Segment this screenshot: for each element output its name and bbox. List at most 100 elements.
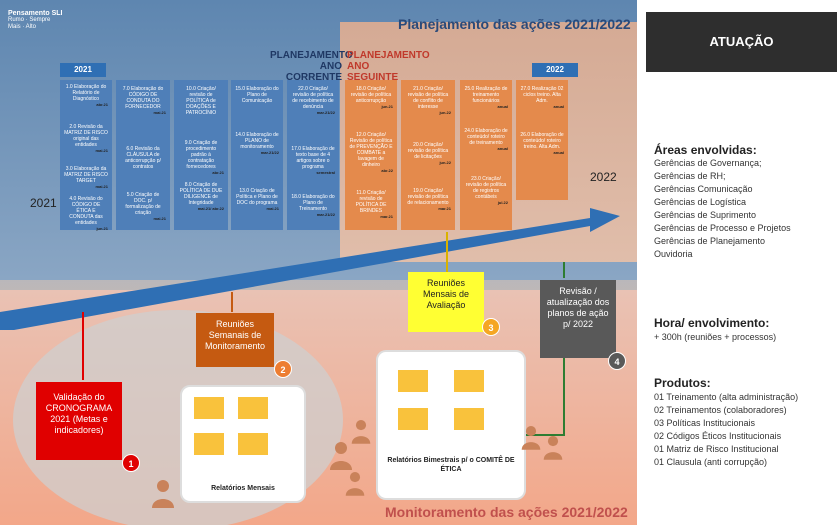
task-4: 4.0 Revisão do CÓDIGO DE ÉTICA E CONDUTA… bbox=[64, 196, 108, 232]
column-5: 22.0 Criação/ revisão de política de rec… bbox=[287, 80, 339, 230]
task-18-anticorrupcao-date: jun.21 bbox=[381, 104, 393, 109]
task-11-text: 11.0 Criação/ revisão de POLÍTICA DE BRI… bbox=[355, 190, 387, 214]
badge-2: 2 bbox=[274, 360, 292, 378]
task-12-date: abr.22 bbox=[381, 168, 393, 173]
connector-revisao-h bbox=[524, 434, 565, 436]
person-icon bbox=[330, 442, 352, 470]
task-22-date: mar.21/22 bbox=[316, 110, 335, 115]
person-icon bbox=[543, 436, 563, 460]
task-25: 25.0 Realização de treinamento funcionár… bbox=[464, 86, 508, 110]
produto-item: 01 Matriz de Risco Institucional bbox=[654, 444, 779, 454]
task-9-text: 9.0 Criação de procedimento padrão à con… bbox=[184, 140, 218, 170]
task-23-text: 23.0 Criação/ revisão de política de reg… bbox=[465, 176, 507, 200]
task-14-text: 14.0 Elaboração de PLANO de monitorament… bbox=[235, 132, 279, 150]
task-10-text: 10.0 Criação/ revisão de POLÍTICA de DOA… bbox=[185, 86, 217, 116]
area-item: Gerências de Logística bbox=[654, 197, 747, 207]
connector-mensais bbox=[446, 232, 448, 272]
task-21-date: jun.22 bbox=[439, 110, 451, 115]
task-3: 3.0 Elaboração da MATRIZ DE RISCO TARGET… bbox=[64, 166, 108, 190]
column-1: 1.0 Elaboração do Relatório de Diagnósti… bbox=[60, 80, 112, 232]
task-7-date: mai.21 bbox=[153, 110, 166, 115]
task-15: 15.0 Elaboração do Plano de Comunicação bbox=[235, 86, 279, 104]
doc-icon bbox=[398, 408, 428, 430]
header-current-year: PLANEJAMENTO ANO CORRENTE bbox=[270, 50, 353, 83]
person-icon bbox=[521, 426, 541, 450]
column-7: 21.0 Criação/ revisão de política de con… bbox=[401, 80, 455, 230]
task-19-date: mar.21 bbox=[438, 206, 451, 211]
task-24-text: 24.0 Elaboração de conteúdo/ roteiro de … bbox=[464, 128, 508, 146]
task-6: 6.0 Revisão da CLÁUSULA de anticorrupção… bbox=[120, 146, 166, 170]
badge-4: 4 bbox=[608, 352, 626, 370]
column-6: 18.0 Criação/ revisão de política antico… bbox=[345, 80, 397, 230]
task-13: 13.0 Criação de Política e Plano de DOC … bbox=[235, 188, 279, 212]
atuacao-header: ATUAÇÃO bbox=[646, 12, 837, 72]
task-13-date: mai.21 bbox=[266, 206, 279, 211]
badge-3: 3 bbox=[482, 318, 500, 336]
task-18-anticorrupcao-text: 18.0 Criação/ revisão de política antico… bbox=[350, 86, 392, 104]
mensais-box: Reuniões Mensais de Avaliação bbox=[408, 272, 484, 332]
task-19: 19.0 Criação/ revisão de política de rel… bbox=[405, 188, 451, 212]
task-20-date: jun.22 bbox=[439, 160, 451, 165]
logo-line-2: Mais · Alto bbox=[8, 24, 37, 30]
doc-icon bbox=[454, 370, 484, 392]
task-27: 27.0 Realização 02 ciclos treino. Alta A… bbox=[520, 86, 564, 110]
area-item: Gerências de Suprimento bbox=[654, 210, 757, 220]
planning-title: Planejamento das ações 2021/2022 bbox=[398, 16, 631, 32]
task-21: 21.0 Criação/ revisão de política de con… bbox=[405, 86, 451, 116]
produtos-title: Produtos: bbox=[654, 376, 711, 390]
doc-icon bbox=[454, 408, 484, 430]
task-2: 2.0 Revisão da MATRIZ DE RISCO original … bbox=[64, 124, 108, 154]
relatorios-mensais-card: Relatórios Mensais bbox=[180, 385, 306, 503]
task-17-text: 17.0 Elaboração de texto base de 4 artig… bbox=[291, 146, 335, 170]
task-12-text: 12.0 Criação/ Revisão de política de PRE… bbox=[349, 132, 393, 168]
task-18-plan-text: 18.0 Elaboração do Plano de Treinamento bbox=[291, 194, 335, 212]
doc-icon bbox=[238, 397, 268, 419]
task-25-text: 25.0 Realização de treinamento funcionár… bbox=[464, 86, 508, 104]
column-2: 7.0 Elaboração do CÓDIGO DE CONDUTA DO F… bbox=[116, 80, 170, 230]
doc-icon bbox=[194, 397, 224, 419]
task-5: 5.0 Criação de DOC. p/ formalização de c… bbox=[120, 192, 166, 222]
task-23-date: jul.22 bbox=[497, 200, 508, 205]
task-8-date: mai.21/ abr.22 bbox=[197, 206, 224, 211]
task-14-date: mar.21/22 bbox=[260, 150, 279, 155]
task-26-date: anual bbox=[553, 150, 564, 155]
produto-item: 02 Códigos Éticos Institucionais bbox=[654, 431, 782, 441]
task-21-text: 21.0 Criação/ revisão de política de con… bbox=[407, 86, 449, 110]
area-item: Gerências de Processo e Projetos bbox=[654, 223, 791, 233]
logo: Pensamento SLI Rumo · Sempre Mais · Alto bbox=[8, 10, 78, 31]
produto-item: 01 Clausula (anti corrupção) bbox=[654, 457, 768, 467]
task-9: 9.0 Criação de procedimento padrão à con… bbox=[178, 140, 224, 176]
year-left-label: 2021 bbox=[30, 196, 57, 210]
relatorios-bimestrais-label: Relatórios Bimestrais p/ o COMITÊ DE ÉTI… bbox=[387, 457, 515, 473]
doc-icon bbox=[194, 433, 224, 455]
task-19-text: 19.0 Criação/ revisão de política de rel… bbox=[407, 188, 449, 206]
area-item: Gerências Comunicação bbox=[654, 184, 753, 194]
produto-item: 02 Treinamentos (colaboradores) bbox=[654, 405, 787, 415]
column-8: 25.0 Realização de treinamento funcionár… bbox=[460, 80, 512, 230]
column-4: 15.0 Elaboração do Plano de Comunicação … bbox=[231, 80, 283, 230]
task-15-text: 15.0 Elaboração do Plano de Comunicação bbox=[235, 86, 279, 104]
task-11-date: mar.21 bbox=[380, 214, 393, 219]
relatorios-mensais-label: Relatórios Mensais bbox=[211, 485, 275, 492]
area-item: Gerências de Governança; bbox=[654, 158, 762, 168]
hora-value: + 300h (reuniões + processos) bbox=[654, 332, 777, 342]
slide-diagram: Pensamento SLI Rumo · Sempre Mais · Alto… bbox=[0, 0, 637, 525]
task-3-date: mai.21 bbox=[95, 184, 108, 189]
task-4-date: jun.21 bbox=[96, 226, 108, 231]
task-1-date: abr.21 bbox=[96, 102, 108, 107]
area-item: Gerências de RH; bbox=[654, 171, 726, 181]
task-24-date: anual bbox=[497, 146, 508, 151]
monitoring-title: Monitoramento das ações 2021/2022 bbox=[385, 504, 628, 520]
task-3-text: 3.0 Elaboração da MATRIZ DE RISCO TARGET bbox=[64, 166, 108, 184]
validacao-box: Validação do CRONOGRAMA 2021 (Metas e in… bbox=[36, 382, 122, 460]
task-5-text: 5.0 Criação de DOC. p/ formalização de c… bbox=[125, 192, 161, 216]
logo-name: Pensamento SLI bbox=[8, 10, 63, 17]
areas-title: Áreas envolvidas: bbox=[654, 143, 757, 157]
task-12: 12.0 Criação/ Revisão de política de PRE… bbox=[349, 132, 393, 174]
task-4-text: 4.0 Revisão do CÓDIGO DE ÉTICA E CONDUTA… bbox=[69, 196, 103, 226]
produto-item: 03 Políticas Institucionais bbox=[654, 418, 756, 428]
area-item: Gerências de Planejamento bbox=[654, 236, 766, 246]
person-icon bbox=[345, 472, 365, 496]
